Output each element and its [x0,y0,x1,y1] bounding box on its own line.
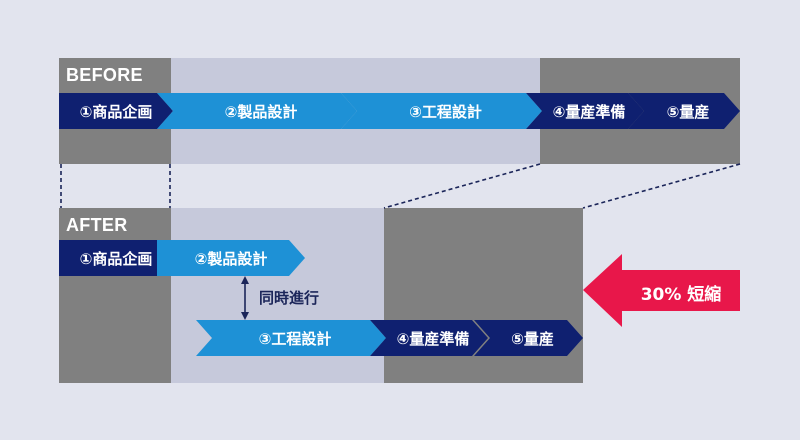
after-step-1: ①商品企画 [59,240,173,276]
reduction-label: 30% 短縮 [640,285,722,305]
after-step-3-label: ③工程設計 [258,329,332,348]
before-step-5: ⑤量産 [628,93,740,129]
after-step-2: ②製品設計 [157,240,305,276]
dashed-connector-right-b [582,163,741,209]
after-step-5: ⑤量産 [474,320,583,356]
before-step-3-label: ③工程設計 [409,102,482,121]
after-step-2-label: ②製品設計 [194,249,268,268]
before-step-3: ③工程設計 [341,93,542,129]
before-step-1-label: ①商品企画 [79,102,153,121]
after-step-3: ③工程設計 [196,320,386,356]
before-label: BEFORE [66,65,143,85]
concurrent-label: 同時進行 [259,289,320,307]
reduction-arrow-icon [583,254,740,327]
after-step-5-label: ⑤量産 [511,329,554,348]
before-step-4: ④量産準備 [526,93,644,129]
after-step-4-label: ④量産準備 [396,329,470,348]
double-arrow-icon [241,276,249,320]
before-step-1: ①商品企画 [59,93,173,129]
after-step-4: ④量産準備 [370,320,488,356]
before-step-5-label: ⑤量産 [666,102,710,121]
before-step-4-label: ④量産準備 [552,102,626,121]
after-label: AFTER [66,215,128,235]
before-step-2-label: ②製品設計 [224,102,298,121]
dashed-connector-right-a [383,163,541,209]
after-panel-left [59,208,171,383]
before-step-2: ②製品設計 [157,93,357,129]
after-step-1-label: ①商品企画 [79,249,153,268]
